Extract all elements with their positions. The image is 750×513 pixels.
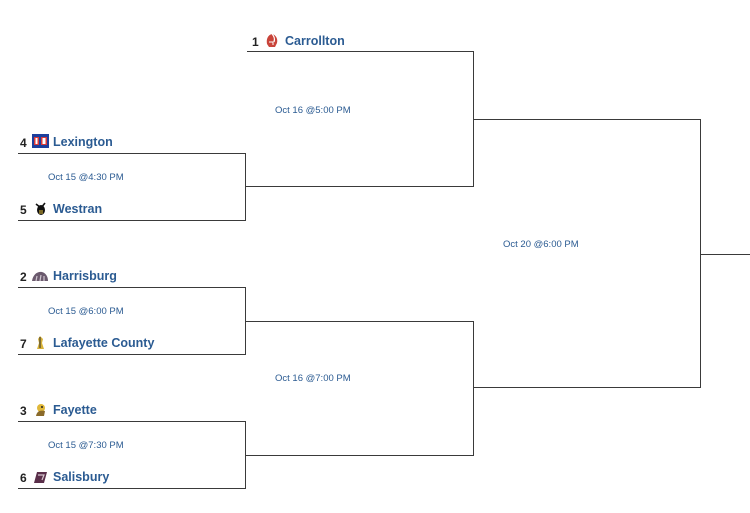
seed-number: 5 bbox=[20, 203, 27, 217]
bracket-line bbox=[18, 287, 246, 288]
bracket-line bbox=[18, 488, 246, 489]
bracket-line bbox=[701, 254, 750, 255]
seed-number: 1 bbox=[252, 35, 259, 49]
bracket-line bbox=[245, 421, 246, 489]
bracket-line bbox=[246, 186, 474, 187]
game-time-link[interactable]: Oct 16 @5:00 PM bbox=[275, 105, 351, 116]
bracket-line bbox=[700, 119, 701, 388]
bracket-line bbox=[246, 455, 474, 456]
team-name-link[interactable]: Carrollton bbox=[285, 34, 345, 48]
seed-number: 3 bbox=[20, 404, 27, 418]
bracket-line bbox=[18, 153, 246, 154]
team-name-link[interactable]: Harrisburg bbox=[53, 269, 117, 283]
seed-number: 7 bbox=[20, 337, 27, 351]
bracket-line bbox=[245, 287, 246, 355]
bracket-line bbox=[247, 51, 474, 52]
team-name-link[interactable]: Salisbury bbox=[53, 470, 110, 484]
team-name-link[interactable]: Lafayette County bbox=[53, 336, 155, 350]
trojan-helmet-icon bbox=[265, 33, 282, 48]
bracket-line bbox=[18, 421, 246, 422]
bracket-line bbox=[474, 387, 701, 388]
lexington-minutemen-icon bbox=[32, 134, 49, 149]
bracket-line bbox=[245, 153, 246, 221]
falcon-icon bbox=[33, 402, 50, 417]
huskers-icon bbox=[34, 335, 51, 350]
game-time-link[interactable]: Oct 15 @7:30 PM bbox=[48, 440, 124, 451]
team-name-link[interactable]: Fayette bbox=[53, 403, 97, 417]
wildcat-icon bbox=[31, 269, 48, 284]
seed-number: 6 bbox=[20, 471, 27, 485]
bracket-line bbox=[473, 51, 474, 187]
team-name-link[interactable]: Westran bbox=[53, 202, 103, 216]
seed-number: 2 bbox=[20, 270, 27, 284]
game-time-link[interactable]: Oct 15 @4:30 PM bbox=[48, 172, 124, 183]
game-time-link[interactable]: Oct 20 @6:00 PM bbox=[503, 239, 579, 250]
bracket-line bbox=[18, 220, 246, 221]
bracket-line bbox=[246, 321, 474, 322]
team-name-link[interactable]: Lexington bbox=[53, 135, 113, 149]
bracket-line bbox=[474, 119, 701, 120]
game-time-link[interactable]: Oct 15 @6:00 PM bbox=[48, 306, 124, 317]
bracket-line bbox=[473, 321, 474, 456]
game-time-link[interactable]: Oct 16 @7:00 PM bbox=[275, 373, 351, 384]
hornet-icon bbox=[33, 201, 50, 216]
bracket-line bbox=[18, 354, 246, 355]
panther-icon bbox=[33, 470, 50, 485]
seed-number: 4 bbox=[20, 136, 27, 150]
